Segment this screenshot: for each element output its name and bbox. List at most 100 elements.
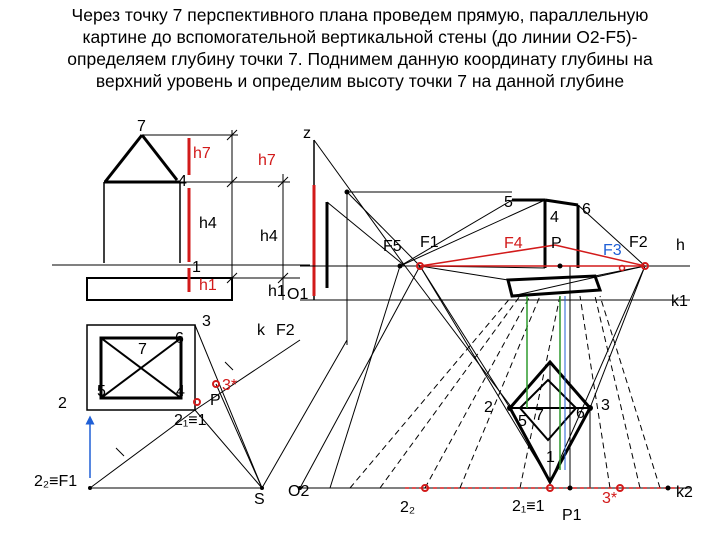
wall-down-to-s xyxy=(261,339,348,489)
caption-line-3: определяем глубину точки 7. Поднимем дан… xyxy=(67,49,653,69)
wall-arm-1 xyxy=(313,139,406,267)
point-f3 xyxy=(618,264,626,272)
red-f3-line xyxy=(554,244,646,267)
ray-f2-b xyxy=(589,265,646,409)
label-3: 3 xyxy=(202,313,211,330)
front-elevation xyxy=(52,129,310,301)
label-h4-a: h4 xyxy=(199,215,217,232)
point-f2 xyxy=(641,262,649,270)
ray-f5-top xyxy=(399,199,513,267)
plan-ray-3star xyxy=(215,383,263,489)
dash-8 xyxy=(579,295,611,489)
point-o2 xyxy=(298,486,302,490)
label-p-plan: P xyxy=(210,392,221,409)
dim-tick-c xyxy=(226,272,238,284)
plan-tick-1 xyxy=(224,361,234,371)
ray-o2-b xyxy=(329,265,401,489)
plan-ray-s2 xyxy=(194,409,263,489)
label-s: S xyxy=(254,491,265,508)
label-3star: 3* xyxy=(222,377,237,394)
label-21-bottom: 2₁≡1 xyxy=(512,498,545,515)
red-construction xyxy=(405,244,680,489)
label-1-right: 1 xyxy=(546,449,555,466)
ray-f2-d xyxy=(577,204,646,267)
plan-diagonal-2 xyxy=(100,337,182,399)
label-1-left: 1 xyxy=(192,259,201,276)
label-f2-right: F2 xyxy=(629,234,648,251)
ray-f2-c xyxy=(549,265,646,483)
point-k2 xyxy=(665,485,671,491)
label-h7-a: h7 xyxy=(193,145,211,162)
ray-left-to-rhombus xyxy=(404,265,513,409)
point-p-top xyxy=(557,263,563,269)
labels: 7 h7 h7 z 4 h4 h4 1 h1 h1 O1 3 6 k F2 7 … xyxy=(34,118,693,524)
label-z: z xyxy=(303,125,311,142)
ray-f5-a xyxy=(399,199,546,267)
ray-f1-b xyxy=(419,265,509,281)
ray-f1-c xyxy=(419,265,511,409)
plan-outer-square xyxy=(86,324,196,411)
label-h7-b: h7 xyxy=(258,152,276,169)
wall-arm-4 xyxy=(346,191,421,267)
dash-7 xyxy=(599,295,661,489)
label-5-right: 5 xyxy=(518,413,527,430)
label-f3: F3 xyxy=(603,242,622,259)
label-f4: F4 xyxy=(504,235,523,252)
roof-left-edge xyxy=(103,134,144,183)
dim-tick-a xyxy=(226,129,238,141)
label-6-plan: 6 xyxy=(175,330,184,347)
label-6-right: 6 xyxy=(576,405,585,422)
persp-slab xyxy=(506,274,603,298)
label-3star-bottom: 3* xyxy=(602,490,617,507)
label-h1-b: h1 xyxy=(268,283,286,300)
point-2-right xyxy=(507,405,513,411)
dash-2 xyxy=(379,295,521,489)
dash-3 xyxy=(424,295,531,489)
point-f1 xyxy=(416,262,424,270)
left-plan xyxy=(86,324,301,489)
plan-ray-k xyxy=(194,339,301,411)
point-22-bottom xyxy=(421,484,429,492)
dash-1 xyxy=(349,295,513,489)
label-k: k xyxy=(257,322,266,339)
persp-top-diag xyxy=(544,198,579,207)
label-f1: F1 xyxy=(420,234,439,251)
point-3star-bottom xyxy=(616,484,624,492)
label-h1-a: h1 xyxy=(199,277,217,294)
wall-point xyxy=(344,189,350,195)
label-21-plan: 2₁≡1 xyxy=(174,412,207,429)
point-f5 xyxy=(397,263,403,269)
left-plan-point-f1 xyxy=(88,486,92,490)
points xyxy=(260,262,671,492)
caption: Через точку 7 перспективного плана прове… xyxy=(0,4,720,92)
label-22-f1: 2₂≡F1 xyxy=(34,473,77,490)
dash-5 xyxy=(519,295,561,489)
label-o2: O2 xyxy=(288,483,309,500)
dim-tick-d xyxy=(277,176,289,188)
caption-line-2: картине до вспомогательной вертикальной … xyxy=(82,27,638,47)
picture-wall xyxy=(261,139,512,489)
dash-4 xyxy=(459,295,541,489)
label-4-top: 4 xyxy=(550,209,559,226)
perspective-rays xyxy=(299,199,646,489)
point-p1 xyxy=(567,485,573,491)
caption-line-4: верхний уровень и определим высоту точки… xyxy=(95,71,625,91)
roof-right-edge xyxy=(140,134,179,181)
label-p-top: P xyxy=(551,235,562,252)
label-f5: F5 xyxy=(383,238,402,255)
point-21-bottom xyxy=(546,484,554,492)
plan-ray-f1-diag xyxy=(89,409,196,489)
label-2-plan: 2 xyxy=(58,395,67,412)
dim-tick-b xyxy=(226,176,238,188)
label-6-top: 6 xyxy=(582,201,591,218)
horizon-lines xyxy=(300,265,690,489)
label-22-bottom: 2₂ xyxy=(400,499,415,516)
label-4-left: 4 xyxy=(178,173,187,190)
label-f2-mid: F2 xyxy=(276,322,295,339)
dashed-construction xyxy=(349,295,661,489)
label-7-top: 7 xyxy=(137,118,146,135)
label-7-right: 7 xyxy=(535,407,544,424)
label-5-top: 5 xyxy=(504,194,513,211)
label-p1: P1 xyxy=(562,507,582,524)
